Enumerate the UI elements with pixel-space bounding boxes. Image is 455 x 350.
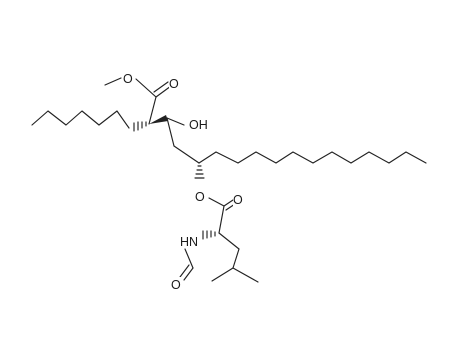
hydroxyl-center [149,115,200,164]
undecyl-zigzag [198,151,427,164]
bond-O-to-carbonyl-C [135,78,157,98]
bond-O-to-leucyl-carbonyl [208,197,225,207]
atom-labels: O O OH O O HN O [123,71,244,292]
bond-carbonyl-C=O [155,85,172,98]
stereo-hash-alpha-hexyl [133,121,147,132]
bond-methyl-to-O [104,77,122,86]
bond-N-to-formyl-C [184,248,194,269]
bond-formyl-C=O [183,267,194,281]
hexyl-chain [31,110,147,132]
stereo-hash-ester-O [194,165,205,179]
undecyl-chain [198,151,427,164]
bond-isobutyl-methyl-2 [211,267,234,282]
bond-beta-to-CH2 [166,117,175,147]
bond-leucyl-C=O [223,199,234,207]
hexyl-zigzag [31,110,130,129]
ester-methoxy-oxygen-label: O [123,72,133,86]
leucyl-group [202,197,259,283]
formyl-group [179,248,194,281]
bond-CH2-to-CH [232,248,240,269]
bond-CH2-to-ester-C [173,145,200,164]
bond-carbonyl-to-alpha-C [148,96,157,125]
amide-nitrogen-label: HN [180,235,198,249]
bond-alpha-to-CH2 [218,232,240,250]
bond-carbonyl-to-leucyl-alpha [218,205,225,234]
stereo-hash-leucyl-N [202,230,216,240]
bond-isobutyl-methyl-1 [232,267,259,283]
hydroxyl-label: OH [189,118,208,132]
bond-formyl-C=O-second [179,264,190,278]
ester-chain-oxygen-label: O [195,190,205,204]
bond-carbonyl-C=O-second [153,81,169,93]
formyl-oxygen-label: O [171,278,181,292]
bond-beta-to-OH [166,117,185,126]
ester-carbonyl-oxygen-label: O [169,77,179,91]
methyl-ester-group [104,77,172,125]
leucyl-carbonyl-oxygen-label: O [233,193,243,207]
stereo-wedge-alpha-beta [149,115,168,124]
